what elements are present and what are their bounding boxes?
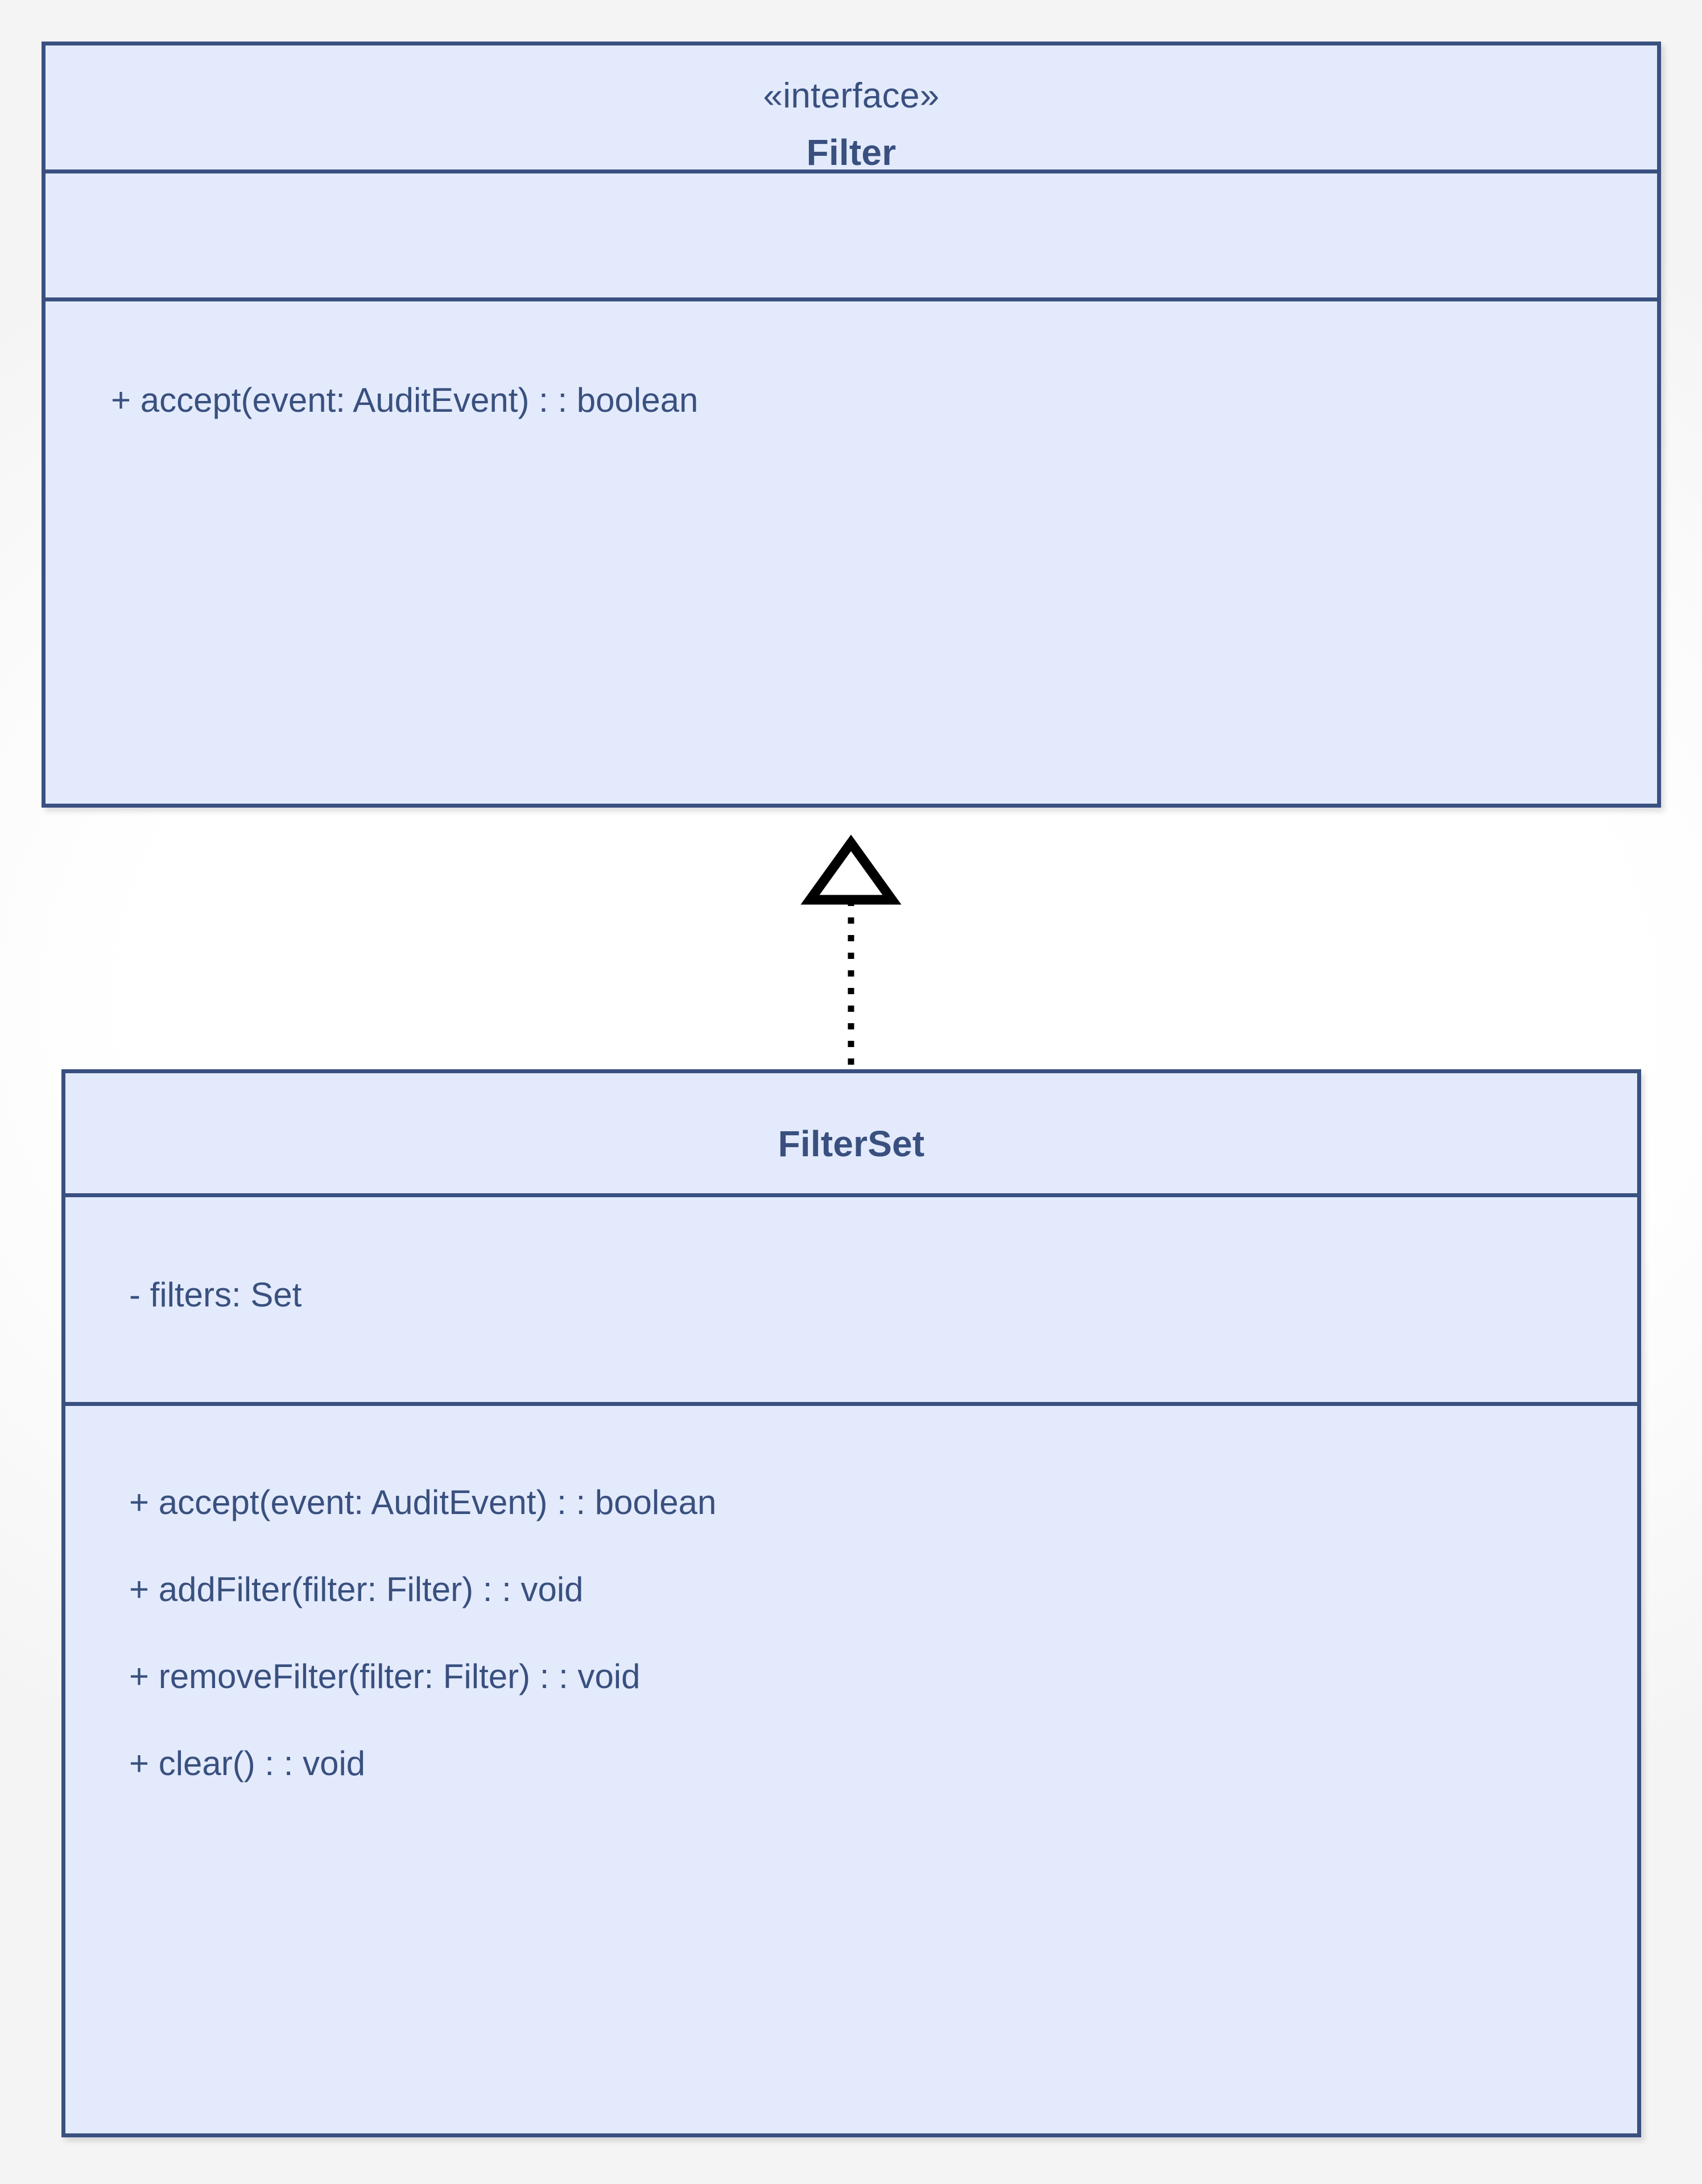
class-attributes-filterset: - filters: Set (65, 1193, 1637, 1402)
class-operations-filter: + accept(event: AuditEvent) : : boolean (46, 297, 1657, 572)
operation-row: + accept(event: AuditEvent) : : boolean (129, 1483, 717, 1521)
hollow-triangle-arrowhead-icon (800, 834, 902, 905)
class-stereotype: «interface» (763, 76, 940, 115)
class-header-filter: «interface» Filter (46, 46, 1657, 173)
class-attributes-filter (46, 169, 1657, 297)
class-operations-filterset: + accept(event: AuditEvent) : : boolean … (65, 1402, 1637, 2013)
uml-class-filter[interactable]: «interface» Filter + accept(event: Audit… (42, 42, 1661, 808)
uml-class-filterset[interactable]: FilterSet - filters: Set + accept(event:… (61, 1069, 1641, 2137)
class-title: Filter (806, 132, 897, 173)
operation-row: + addFilter(filter: Filter) : : void (129, 1570, 584, 1608)
attribute-row: - filters: Set (129, 1276, 302, 1314)
operation-row: + removeFilter(filter: Filter) : : void (129, 1657, 641, 1695)
class-title: FilterSet (778, 1123, 925, 1164)
operation-row: + accept(event: AuditEvent) : : boolean (111, 381, 699, 419)
operation-row: + clear() : : void (129, 1744, 366, 1782)
class-header-filterset: FilterSet (65, 1073, 1637, 1193)
realization-connector-filterset-to-filter (800, 834, 902, 1075)
